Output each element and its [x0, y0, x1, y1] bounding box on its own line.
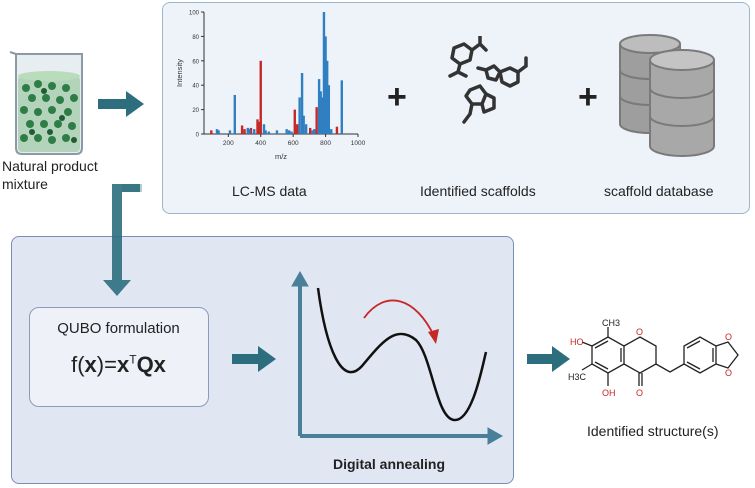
plus-sign-2: + [578, 78, 598, 116]
atom-ring-o: O [636, 327, 643, 337]
spectrum-peak [257, 121, 261, 134]
qubo-title: QUBO formulation [57, 320, 180, 337]
spectrum-peak [321, 97, 324, 134]
spectrum-peak [210, 130, 213, 134]
spectrum-peak [315, 107, 318, 134]
atom-h3c: H3C [568, 372, 587, 382]
y-axis-label: Intensity [175, 59, 184, 87]
spectrum-peak [248, 129, 251, 134]
y-tick-label: 80 [192, 35, 199, 41]
spectrum-peak [298, 97, 301, 134]
annealing-arrow-icon [363, 299, 435, 337]
spectrum-peak [293, 109, 296, 134]
lcms-spectrum-chart: 0 20 40 60 80 100 200 400 600 800 1000 m/z Intensity [175, 11, 366, 162]
beaker-icon [9, 51, 83, 155]
spectrum-peak [275, 130, 279, 134]
spectrum-peak [249, 127, 253, 134]
spectrum-peak [324, 36, 327, 134]
spectrum-peak [335, 126, 339, 134]
arrow-to-qubo-icon [103, 184, 140, 296]
arrow-to-structure-icon [527, 346, 570, 372]
spectrum-peak [313, 129, 316, 134]
energy-curve [316, 287, 488, 422]
y-tick-label: 40 [192, 84, 199, 90]
spectrum-peak [302, 115, 305, 134]
spectrum-peak [233, 94, 236, 134]
spectrum-peak [246, 127, 249, 134]
y-tick-label: 100 [189, 11, 200, 17]
atom-oh-bottom: OH [602, 388, 616, 398]
scaffolds-icon [448, 36, 528, 124]
x-tick-label: 400 [255, 140, 266, 147]
spectrum-peak [319, 91, 322, 134]
annealing-plot [291, 270, 504, 445]
qubo-formula: f(x)=xTQx [71, 352, 166, 377]
y-tick-label: 20 [192, 108, 199, 114]
spectrum-peak [308, 127, 312, 134]
atom-oh-top: HO [570, 337, 584, 347]
spectrum-peak [240, 125, 244, 134]
spectrum-peak [215, 129, 219, 134]
lcms-label: LC-MS data [232, 183, 307, 199]
structure-label: Identified structure(s) [587, 423, 719, 439]
spectrum-peak [300, 73, 304, 134]
atom-ketone-o: O [636, 388, 643, 398]
spectrum-peak [267, 131, 271, 134]
annealing-label: Digital annealing [333, 456, 446, 472]
qubo-box: QUBO formulation f(x)=xTQx [29, 307, 209, 407]
spectrum-peak [259, 60, 262, 134]
spectrum-peak [296, 124, 299, 134]
x-tick-label: 800 [320, 140, 331, 147]
spectrum-peak [256, 119, 259, 134]
plus-sign-1: + [387, 78, 407, 116]
spectrum-peak [311, 130, 314, 134]
x-tick-label: 200 [223, 140, 234, 147]
spectrum-peak [285, 129, 288, 134]
spectrum-peak [322, 12, 326, 134]
spectrum-peak [264, 130, 267, 134]
arrow-to-annealing-icon [232, 346, 276, 372]
spectrum-peak [290, 131, 293, 134]
scaffolds-label: Identified scaffolds [420, 183, 536, 199]
y-tick-label: 0 [196, 133, 200, 139]
spectrum-peak [326, 60, 329, 134]
spectrum-peak [243, 129, 246, 134]
arrow-to-lcms-icon [98, 91, 144, 117]
spectrum-peak [253, 129, 256, 134]
atom-dioxole-o-2: O [725, 368, 732, 378]
x-tick-label: 1000 [351, 140, 366, 147]
spectrum-peak [228, 130, 232, 134]
spectrum-peak [317, 79, 321, 134]
y-tick-label: 60 [192, 59, 199, 65]
mixture-label: Natural product mixture [2, 158, 98, 192]
spectrum-peak [330, 129, 333, 134]
database-icon [619, 34, 715, 157]
structure-molecule: HO CH3 O H3C OH O O O [568, 318, 739, 398]
spectrum-peak [217, 130, 220, 134]
spectrum-peak [304, 124, 308, 134]
atom-dioxole-o-1: O [725, 332, 732, 342]
database-label: scaffold database [604, 183, 714, 199]
x-tick-label: 600 [288, 140, 299, 147]
spectrum-peak [327, 85, 331, 134]
spectrum-peak [262, 124, 266, 134]
x-axis-label: m/z [275, 152, 287, 161]
spectrum-peak [287, 130, 291, 134]
atom-ch3-top: CH3 [602, 318, 620, 328]
spectrum-peak [340, 80, 343, 134]
